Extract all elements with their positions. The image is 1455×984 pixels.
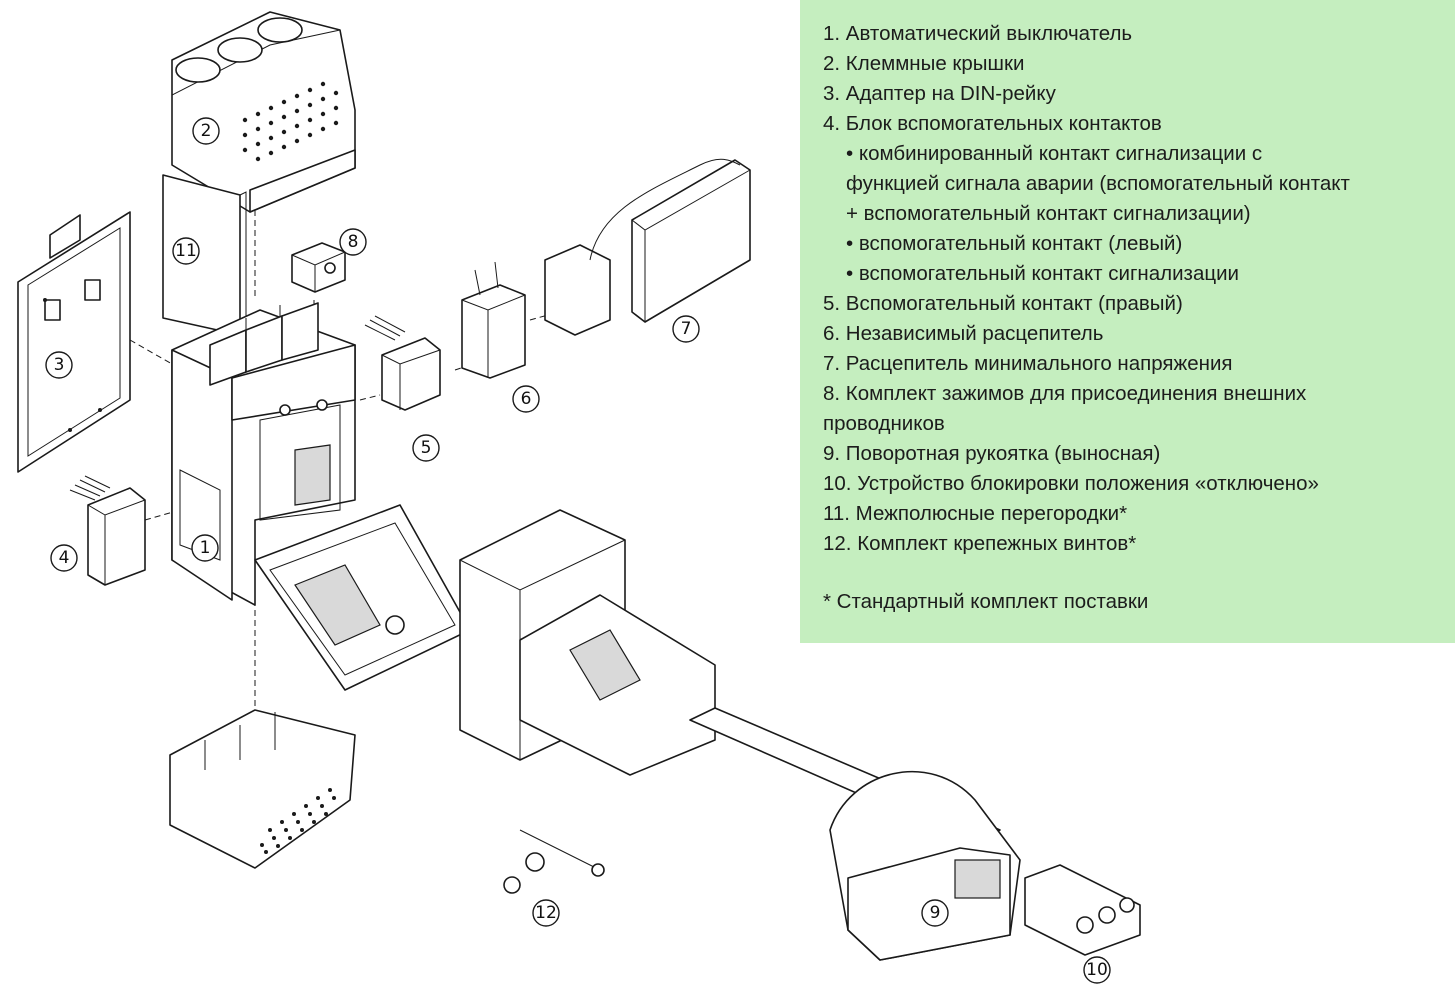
legend-item: 11. Межполюсные перегородки* (823, 502, 1128, 525)
auxiliary-contact-block (69, 475, 146, 586)
legend-subitem: • вспомогательный контакт (левый) (846, 232, 1183, 255)
svg-text:10: 10 (1086, 960, 1108, 980)
svg-text:4: 4 (59, 548, 70, 568)
legend-subitem: • комбинированный контакт сигнализации с (846, 142, 1263, 165)
callout-8: 8 (339, 228, 367, 256)
callout-9: 9 (921, 899, 949, 927)
svg-text:7: 7 (681, 319, 692, 339)
svg-text:11: 11 (175, 241, 197, 261)
undervoltage-release (544, 158, 751, 336)
legend-item: 1. Автоматический выключатель (823, 22, 1133, 45)
legend-item: 3. Адаптер на DIN-рейку (823, 82, 1056, 105)
legend-item: 9. Поворотная рукоятка (выносная) (823, 442, 1161, 465)
svg-text:3: 3 (54, 355, 65, 375)
terminal-clamp (291, 242, 346, 293)
callout-10: 10 (1083, 956, 1111, 984)
legend-item: 10. Устройство блокировки положения «отк… (823, 472, 1319, 495)
svg-text:6: 6 (521, 389, 532, 409)
lock-off-device (1024, 864, 1141, 956)
callout-1: 1 (191, 534, 219, 562)
callout-5: 5 (412, 434, 440, 462)
auxiliary-contact-right (364, 315, 441, 411)
svg-text:2: 2 (201, 121, 212, 141)
svg-text:8: 8 (348, 232, 359, 252)
legend-item: 5. Вспомогательный контакт (правый) (823, 292, 1183, 315)
shunt-trip (461, 261, 526, 379)
legend-item: 6. Независимый расцепитель (823, 322, 1104, 345)
callout-3: 3 (45, 351, 73, 379)
legend-panel: 1. Автоматический выключатель 2. Клеммны… (800, 0, 1455, 643)
legend-item: 12. Комплект крепежных винтов* (823, 532, 1137, 555)
callout-12: 12 (532, 899, 560, 927)
callout-4: 4 (50, 544, 78, 572)
din-rail-adapter (17, 211, 131, 473)
svg-text:5: 5 (421, 438, 432, 458)
circuit-breaker (171, 300, 356, 606)
legend-subitem-continuation: + вспомогательный контакт сигнализации) (846, 202, 1251, 225)
breaker-base-tray (254, 504, 471, 691)
legend-item: 7. Расцепитель минимального напряжения (823, 352, 1233, 375)
legend-item: 2. Клеммные крышки (823, 52, 1025, 75)
legend-subitem: • вспомогательный контакт сигнализации (846, 262, 1240, 285)
mounting-screws (503, 829, 605, 894)
callout-2: 2 (192, 117, 220, 145)
svg-text:9: 9 (930, 903, 941, 923)
legend-footnote: * Стандартный комплект поставки (823, 590, 1149, 613)
callout-6: 6 (512, 385, 540, 413)
legend-subitem-continuation: функцией сигнала аварии (вспомогательный… (846, 172, 1350, 195)
callout-11: 11 (172, 237, 200, 265)
lower-terminal-cover (169, 709, 356, 869)
legend-item: 8. Комплект зажимов для присоединения вн… (823, 382, 1307, 405)
legend-item-continuation: проводников (823, 412, 945, 435)
terminal-covers (171, 11, 356, 213)
legend-item: 4. Блок вспомогательных контактов (823, 112, 1162, 135)
svg-text:1: 1 (200, 538, 211, 558)
callout-7: 7 (672, 315, 700, 343)
svg-text:12: 12 (535, 903, 557, 923)
